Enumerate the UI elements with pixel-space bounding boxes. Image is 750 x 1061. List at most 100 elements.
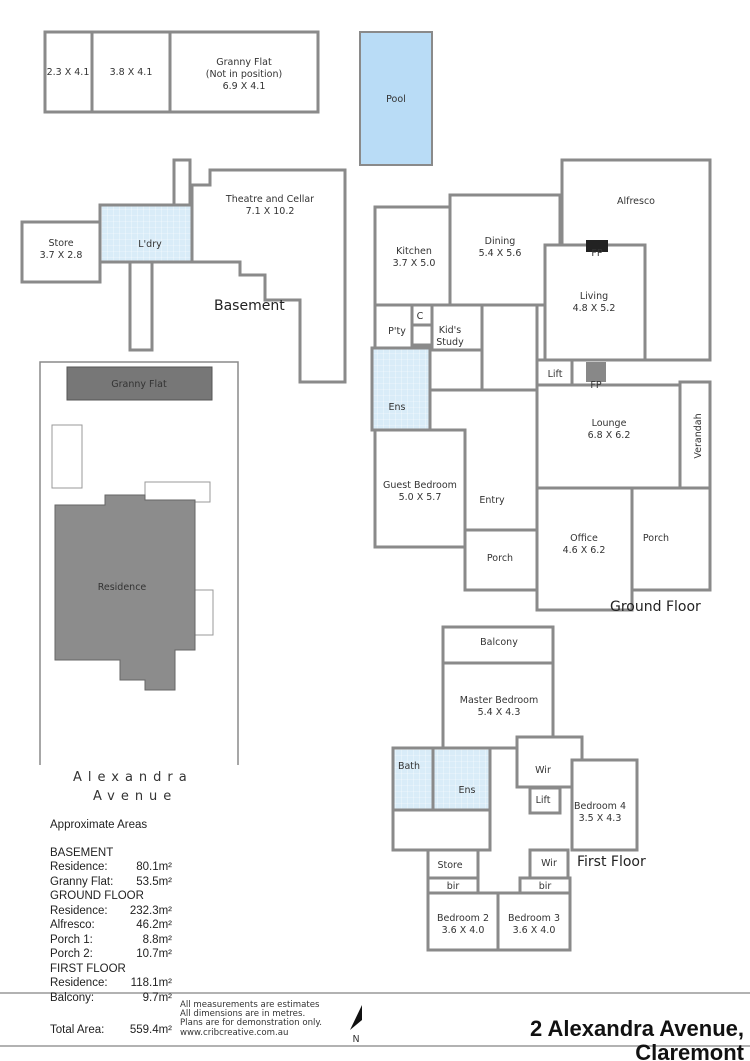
area-label: Granny Flat: xyxy=(50,875,114,888)
room-porch-2 xyxy=(630,486,712,592)
ground-floor-plan: Alfresco Dining 5.4 X 5.6 Kitchen 3.7 X … xyxy=(370,158,712,615)
site-outbuilding xyxy=(51,424,83,489)
room-name: Balcony xyxy=(480,637,518,648)
lift xyxy=(528,786,562,815)
area-value: 9.7m² xyxy=(142,991,172,1004)
cupboard-label: C xyxy=(417,311,424,322)
room-dim: 4.6 X 6.2 xyxy=(563,545,606,556)
room-dim: 5.0 X 5.7 xyxy=(399,492,442,503)
area-row: Balcony:9.7m² xyxy=(50,991,174,1006)
room-pantry xyxy=(373,303,414,350)
area-section-heading: FIRST FLOOR xyxy=(50,962,126,975)
room-name: Kid's xyxy=(439,325,462,336)
site-granny-flat xyxy=(66,366,213,401)
room-name: Alfresco xyxy=(617,196,655,207)
room-name: Wir xyxy=(541,858,557,869)
room-name: Granny Flat xyxy=(216,57,272,68)
address-line2: Claremont xyxy=(635,1040,744,1061)
room-bath xyxy=(391,746,435,812)
area-value: 10.7m² xyxy=(136,948,172,960)
room-name: Verandah xyxy=(693,413,704,458)
site-granny-label: Granny Flat xyxy=(111,379,167,390)
room-ensuite xyxy=(370,346,432,432)
area-row: Alfresco: 46.2m² xyxy=(50,918,174,933)
room-dim: 3.5 X 4.3 xyxy=(579,813,622,824)
room-dim: 3.6 X 4.0 xyxy=(442,925,485,936)
room-name: Store xyxy=(48,238,73,249)
address-line1: 2 Alexandra Avenue, xyxy=(530,1016,744,1041)
area-row: Granny Flat: 53.5m² xyxy=(50,875,174,890)
area-row: Porch 1:8.8m² xyxy=(50,933,174,948)
floor-label-first: First Floor xyxy=(577,854,646,870)
room-name: Theatre and Cellar xyxy=(225,194,314,205)
room-dim: 6.9 X 4.1 xyxy=(223,81,266,92)
room-2-3x4-1 xyxy=(43,30,94,114)
pool xyxy=(359,31,433,166)
area-label: Residence: xyxy=(50,904,108,917)
lift-label: Lift xyxy=(536,795,551,806)
room-name: Study xyxy=(436,337,464,348)
room-dim: 5.4 X 4.3 xyxy=(478,707,521,718)
room-name: Kitchen xyxy=(396,246,432,257)
room-granny-flat xyxy=(168,30,320,114)
room-name: Bedroom 2 xyxy=(437,913,489,924)
room-name: Store xyxy=(437,860,462,871)
floor-label-basement: Basement xyxy=(214,298,285,314)
total-label: Total Area: xyxy=(50,1024,105,1036)
area-row: Residence: 232.3m² xyxy=(50,904,174,919)
room-name: bir xyxy=(447,881,460,892)
area-value: 232.3m² xyxy=(129,904,172,917)
room-name: Bedroom 4 xyxy=(574,801,626,812)
area-row: Residence:118.1m² xyxy=(50,976,174,991)
basement-plan: Store 3.7 X 2.8 L'dry Theatre and Cellar… xyxy=(20,158,347,384)
stair xyxy=(128,260,154,352)
room-laundry xyxy=(98,203,194,264)
granny-flat-block: 2.3 X 4.1 3.8 X 4.1 Granny Flat (Not in … xyxy=(43,30,320,114)
room-dim: 2.3 X 4.1 xyxy=(47,67,90,78)
disclaimer-line: All measurements are estimates xyxy=(180,1000,320,1010)
north-arrow-icon xyxy=(350,1005,362,1030)
north-label: N xyxy=(352,1034,359,1045)
room-name: Ens xyxy=(389,402,406,413)
stair xyxy=(172,158,192,207)
room-wir xyxy=(528,848,570,880)
area-value: 8.8m² xyxy=(142,933,172,946)
disclaimer-line: All dimensions are in metres. xyxy=(180,1009,306,1020)
website-text: www.cribcreative.com.au xyxy=(180,1027,289,1038)
room-name: Lounge xyxy=(592,418,627,429)
room-dim: 3.7 X 2.8 xyxy=(40,250,83,261)
room-3-8x4-1 xyxy=(90,30,172,114)
room-name: Entry xyxy=(479,495,505,506)
area-value: 46.2m² xyxy=(136,919,172,931)
room-dim: 7.1 X 10.2 xyxy=(246,206,295,217)
room-name: bir xyxy=(539,881,552,892)
area-label: Residence: xyxy=(50,977,108,989)
area-value: 53.5m² xyxy=(136,875,172,888)
area-row: Porch 2: 10.7m² xyxy=(50,947,174,962)
area-value: 80.1m² xyxy=(136,861,172,873)
stair-hall xyxy=(480,303,539,392)
room-dining xyxy=(448,193,562,307)
disclaimer: All measurements are estimates All dimen… xyxy=(180,1000,323,1038)
first-floor-plan: Balcony Master Bedroom 5.4 X 4.3 Bath En… xyxy=(391,625,646,952)
room-name: Bedroom 3 xyxy=(508,913,560,924)
area-label: Alfresco: xyxy=(50,919,95,931)
room-bedroom-4 xyxy=(570,758,639,852)
room-master-bedroom xyxy=(441,661,555,750)
room-name: Guest Bedroom xyxy=(383,480,457,491)
room-bedroom-3 xyxy=(496,891,572,952)
room-dim: 5.4 X 5.6 xyxy=(479,248,522,259)
street-name-line2: Avenue xyxy=(93,789,178,804)
lift-label: Lift xyxy=(548,369,563,380)
site-residence xyxy=(54,494,196,691)
room-dim: 4.8 X 5.2 xyxy=(573,303,616,314)
area-row: Residence:80.1m² xyxy=(50,860,174,875)
room-name: P'ty xyxy=(388,326,406,337)
disclaimer-line: Plans are for demonstration only. xyxy=(180,1018,323,1029)
room-name: Porch xyxy=(643,533,669,544)
room-dim: 3.7 X 5.0 xyxy=(393,258,436,269)
area-label: Porch 2: xyxy=(50,948,93,960)
